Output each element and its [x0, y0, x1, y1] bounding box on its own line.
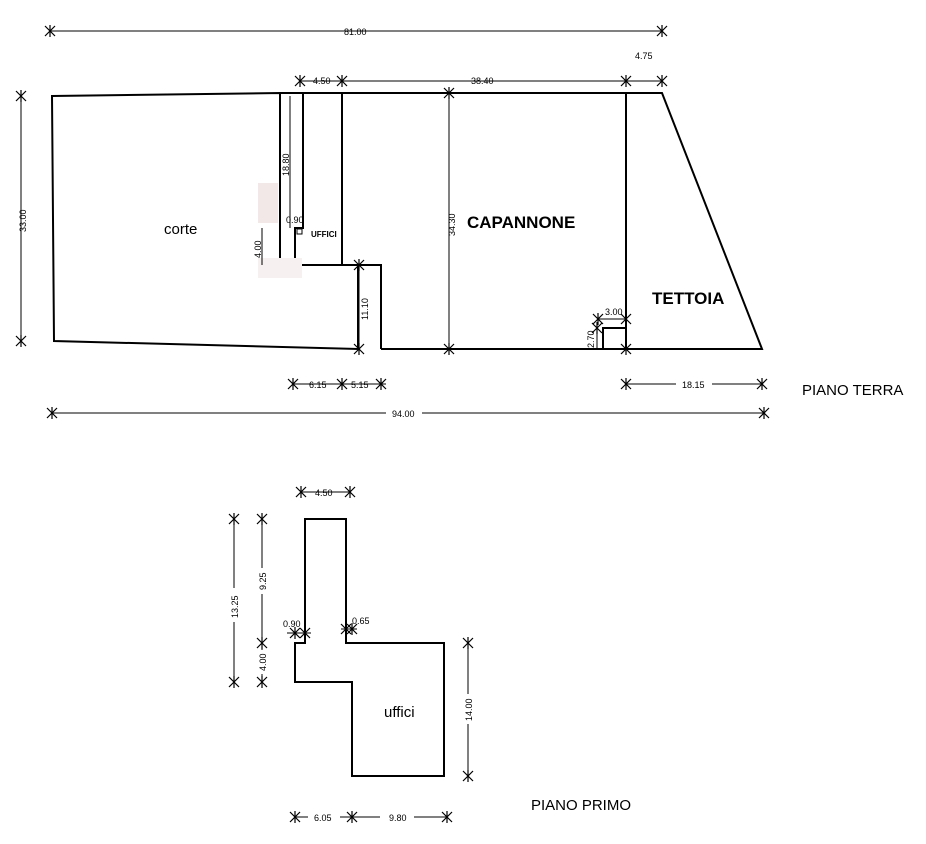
- dim-label-bottom-b: 5.15: [351, 380, 369, 390]
- dim-warehouse-width: 38.40: [342, 74, 668, 88]
- dim-label-first-offset-right: 0.65: [352, 616, 370, 626]
- faint-mark: [258, 258, 302, 278]
- dim-label-total-bottom: 94.00: [392, 409, 415, 419]
- dim-label-warehouse-depth: 34.30: [447, 213, 457, 236]
- building-outline: [280, 92, 764, 350]
- dim-label-notch-depth: 2.70: [586, 330, 596, 348]
- dim-label-first-top: 4.50: [315, 488, 333, 498]
- dim-total-top: 81.00: [44, 24, 668, 38]
- dim-first-left-total: 13.25: [228, 512, 240, 689]
- dim-label-first-left-total: 13.25: [230, 595, 240, 618]
- dim-notch-depth: 2.70: [586, 321, 603, 349]
- notch-outline: [602, 327, 626, 349]
- dim-label-lower-block: 11.10: [360, 298, 370, 320]
- dim-label-depth-left: 33.00: [18, 209, 28, 232]
- dim-step-depth: 4.00: [253, 228, 263, 265]
- dim-label-notch-width: 3.00: [605, 307, 623, 317]
- dim-lower-block: 11.10: [353, 258, 370, 356]
- dim-label-bottom-a: 6.15: [309, 380, 327, 390]
- court-outline: [50, 91, 359, 351]
- step-block-outline: [342, 264, 382, 349]
- dim-first-offset-right: 0.65: [340, 616, 370, 636]
- room-label-canopy: TETTOIA: [652, 289, 724, 308]
- dim-label-first-offset-left: 0.90: [283, 619, 301, 629]
- dim-label-first-bottom-a: 6.05: [314, 813, 332, 823]
- dim-label-first-right: 14.00: [464, 698, 474, 721]
- dim-label-office-width: 4.50: [313, 76, 331, 86]
- ground-floor-plan: corte CAPANNONE TETTOIA UFFICI 81.00 4.7…: [15, 24, 903, 420]
- dim-label-first-left-upper: 9.25: [258, 572, 268, 590]
- dim-depth-left: 33.00: [15, 89, 28, 348]
- ground-floor-title: PIANO TERRA: [802, 382, 903, 399]
- faint-mark: [258, 183, 278, 223]
- dim-office-width: 4.50: [294, 74, 348, 88]
- dim-label-first-bottom-b: 9.80: [389, 813, 407, 823]
- office-strip-outline: [294, 93, 343, 266]
- dim-label-canopy-bottom: 18.15: [682, 380, 705, 390]
- dim-first-top: 4.50: [295, 485, 356, 499]
- dim-first-bottom: 6.05 9.80: [289, 810, 453, 824]
- dim-canopy-bottom: 18.15: [620, 377, 768, 391]
- dim-first-right: 14.00: [462, 636, 474, 783]
- dim-notch-width: 3.00: [592, 307, 632, 326]
- first-floor-outline: [294, 518, 445, 777]
- first-floor-title: PIANO PRIMO: [531, 797, 631, 814]
- dim-first-offset-left: 0.90: [283, 619, 311, 640]
- first-floor-plan: uffici 4.50 13.25 9.25 4.00 0.90: [228, 485, 631, 824]
- dim-total-bottom: 94.00: [46, 406, 770, 420]
- dim-label-first-left-lower: 4.00: [258, 653, 268, 671]
- dim-label-canopy-top: 4.75: [635, 51, 653, 61]
- room-label-warehouse: CAPANNONE: [467, 213, 575, 232]
- dim-label-step-depth: 4.00: [253, 240, 263, 258]
- dim-label-total-top: 81.00: [344, 27, 367, 37]
- room-label-first-offices: uffici: [384, 704, 415, 721]
- dim-label-warehouse-width: 38.40: [471, 76, 494, 86]
- dim-office-depth: 18.80: [281, 96, 291, 228]
- dim-bottom-offices: 6.15 5.15: [287, 377, 387, 391]
- dim-label-office-depth: 18.80: [281, 153, 291, 176]
- dim-first-left-parts: 9.25 4.00: [256, 512, 268, 689]
- dim-label-small-gap: 0.90: [286, 215, 304, 225]
- office-marker: [296, 228, 303, 235]
- dim-warehouse-depth: 34.30: [443, 86, 457, 356]
- room-label-court: corte: [164, 221, 197, 238]
- room-label-offices: UFFICI: [311, 230, 337, 239]
